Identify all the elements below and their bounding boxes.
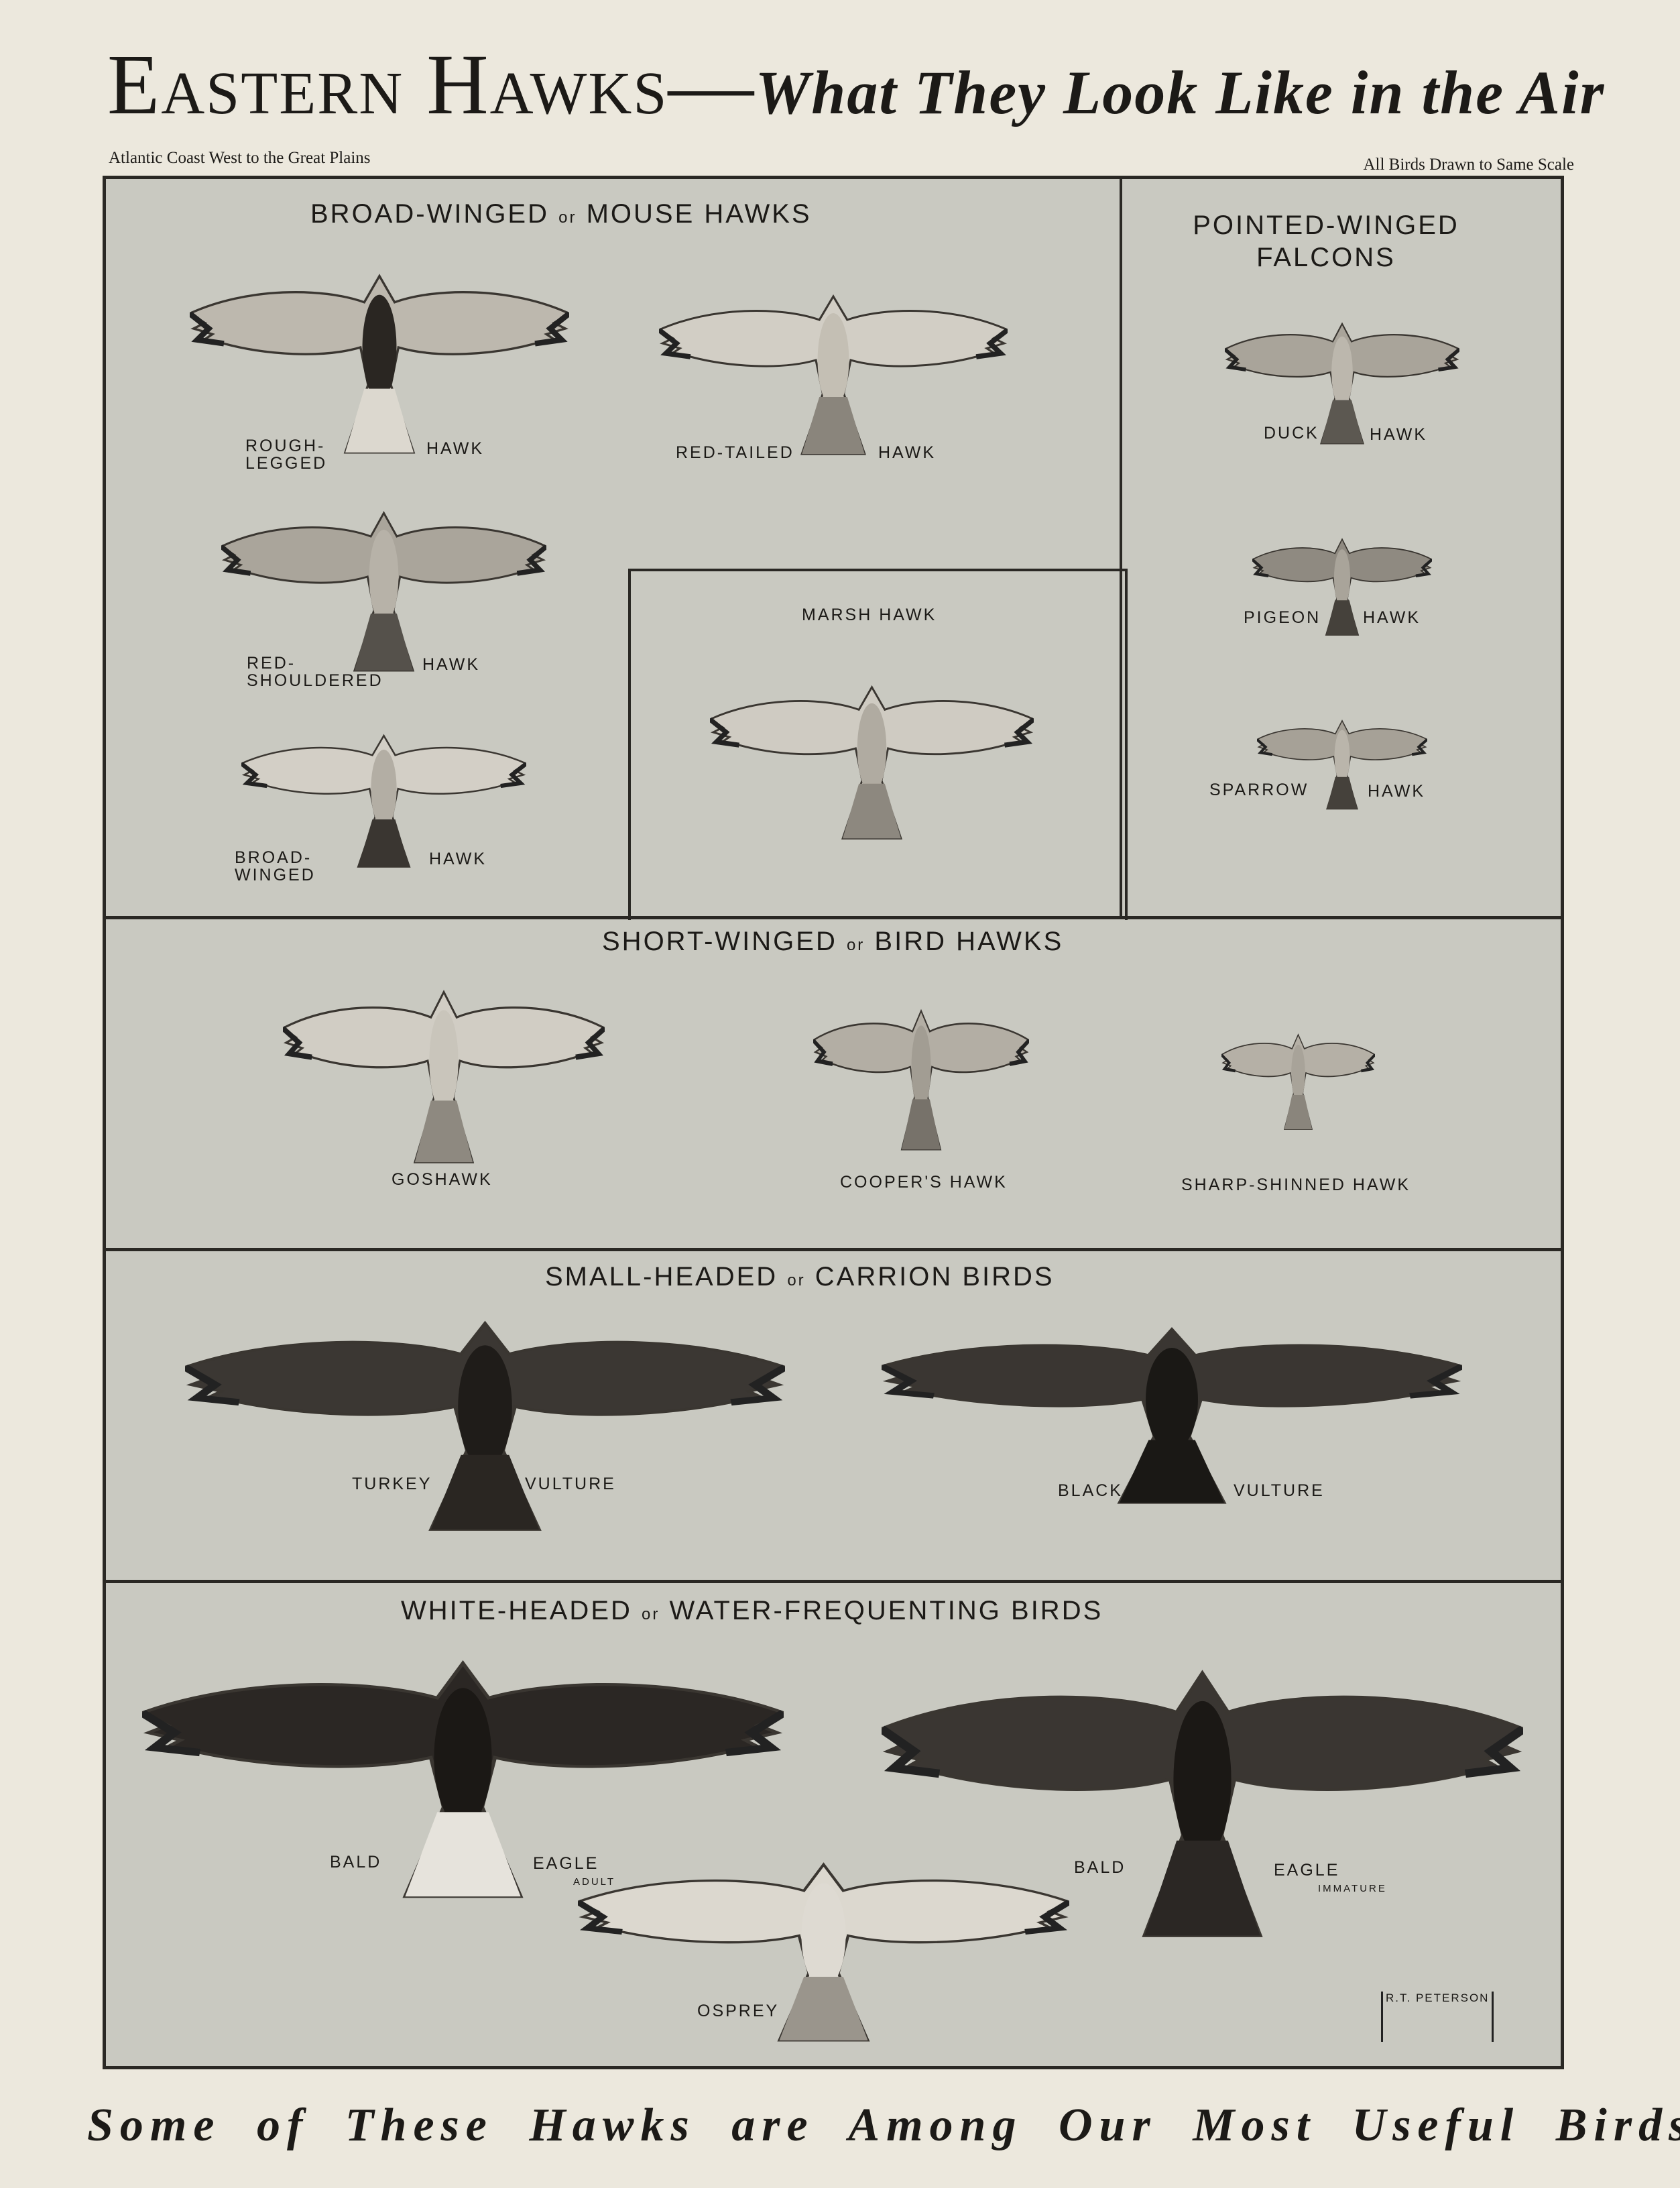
red-shouldered-hawk-illustration: [221, 510, 546, 677]
label-adult: ADULT: [573, 1876, 616, 1888]
label-black-vulture: VULTURE: [1234, 1481, 1325, 1500]
section-heading-broad-winged: BROAD-WINGED or MOUSE HAWKS: [310, 199, 812, 229]
label-red-tailed-hawk: HAWK: [878, 443, 937, 462]
label-red-shouldered-hawk: HAWK: [422, 655, 481, 674]
label-immature: IMMATURE: [1318, 1883, 1387, 1894]
page-title: Eastern Hawks—What They Look Like in the…: [107, 42, 1605, 127]
subtitle-left: Atlantic Coast West to the Great Plains: [109, 149, 371, 167]
label-pigeon-hawk: HAWK: [1363, 608, 1421, 627]
label-goshawk: GOSHAWK: [392, 1170, 493, 1189]
section-heading-short-winged: SHORT-WINGED or BIRD HAWKS: [602, 927, 1064, 956]
label-marsh-hawk: MARSH HAWK: [802, 606, 937, 624]
sharp-shinned-hawk-illustration: [1221, 1033, 1375, 1133]
label-duck: DUCK: [1264, 424, 1319, 443]
black-vulture-illustration: [882, 1326, 1462, 1510]
divider: [1120, 179, 1122, 917]
section-heading-carrion: SMALL-HEADED or CARRION BIRDS: [545, 1262, 1055, 1291]
label-eagle-immature: EAGLE: [1274, 1861, 1340, 1880]
label-sharp-shinned-hawk: SHARP-SHINNED HAWK: [1181, 1175, 1411, 1194]
label-broad-winged: BROAD- WINGED: [235, 848, 316, 885]
divider: [106, 1580, 1561, 1583]
turkey-vulture-illustration: [185, 1319, 785, 1538]
divider: [106, 1248, 1561, 1251]
label-coopers-hawk: COOPER'S HAWK: [840, 1173, 1008, 1192]
goshawk-illustration: [283, 988, 605, 1169]
label-turkey: TURKEY: [352, 1475, 432, 1493]
label-broad-winged-hawk: HAWK: [429, 850, 487, 868]
label-red-tailed: RED-TAILED: [676, 443, 794, 462]
marsh-hawk-illustration: [710, 684, 1034, 845]
section-heading-falcons: POINTED-WINGED FALCONS: [1193, 211, 1459, 272]
title-main: Eastern Hawks—: [107, 37, 756, 132]
title-italic: What They Look Like in the Air: [755, 58, 1606, 127]
label-turkey-vulture: VULTURE: [525, 1475, 616, 1493]
label-bald-adult: BALD: [330, 1853, 382, 1872]
subtitle-right: All Birds Drawn to Same Scale: [1363, 156, 1574, 174]
label-sparrow-hawk: HAWK: [1368, 782, 1426, 801]
rough-legged-hawk-illustration: [190, 272, 569, 460]
label-red-shouldered: RED- SHOULDERED: [247, 654, 383, 691]
label-duck-hawk: HAWK: [1370, 425, 1428, 444]
label-rough-legged-hawk: HAWK: [426, 439, 485, 458]
footer-caption: Some of These Hawks are Among Our Most U…: [87, 2099, 1680, 2151]
label-osprey: OSPREY: [697, 2002, 780, 2020]
label-sparrow: SPARROW: [1209, 781, 1309, 799]
section-heading-white-headed: WHITE-HEADED or WATER-FREQUENTING BIRDS: [401, 1596, 1103, 1625]
label-eagle-adult: EAGLE: [533, 1854, 599, 1873]
artist-signature: R.T. PETERSON: [1381, 1992, 1494, 2042]
label-bald-immature: BALD: [1074, 1858, 1126, 1877]
label-rough-legged: ROUGH- LEGGED: [245, 437, 328, 473]
osprey-illustration: [578, 1861, 1069, 2048]
coopers-hawk-illustration: [813, 1008, 1029, 1155]
divider: [106, 916, 1561, 919]
label-black: BLACK: [1058, 1481, 1123, 1500]
label-pigeon: PIGEON: [1244, 608, 1321, 627]
red-tailed-hawk-illustration: [659, 293, 1008, 461]
marsh-hawk-box: [628, 569, 1128, 920]
